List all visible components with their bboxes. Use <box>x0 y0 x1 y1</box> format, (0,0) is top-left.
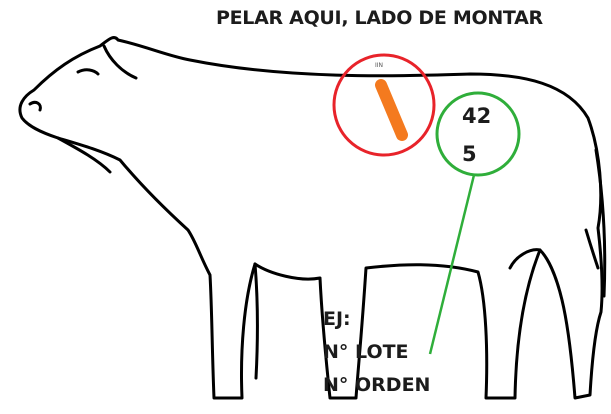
example-label: EJ: <box>323 308 351 330</box>
number-circle <box>435 91 521 177</box>
lot-number: 42 <box>462 104 492 128</box>
nostril <box>28 100 42 112</box>
leg-line <box>508 248 542 270</box>
example-order-label: N° ORDEN <box>323 374 431 396</box>
eye <box>76 68 100 76</box>
leg-line <box>584 228 600 270</box>
leg-line <box>253 262 259 380</box>
shave-area-circle <box>332 53 436 157</box>
tail <box>594 148 607 298</box>
order-number: 5 <box>462 142 477 166</box>
ear <box>102 44 138 80</box>
bull-outline <box>18 36 604 400</box>
dewlap-line <box>56 136 112 174</box>
pointer-line <box>428 174 476 355</box>
tag-bar <box>375 79 408 141</box>
header-title: PELAR AQUI, LADO DE MONTAR <box>216 7 543 29</box>
example-lot-label: N° LOTE <box>323 341 409 363</box>
tag-tiny-text: IIN <box>375 62 384 69</box>
